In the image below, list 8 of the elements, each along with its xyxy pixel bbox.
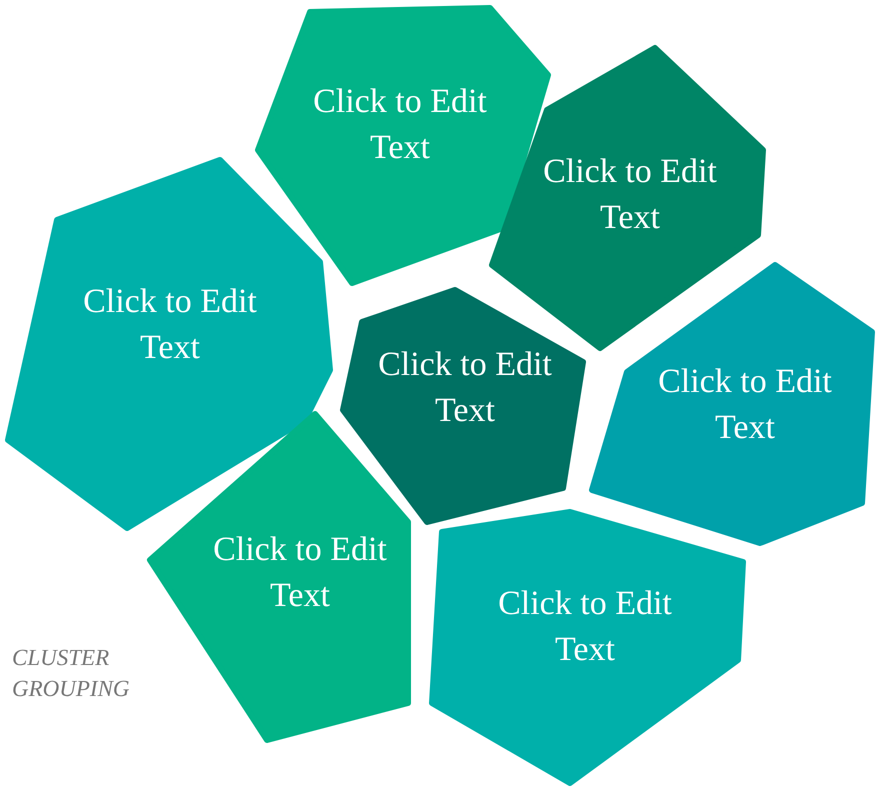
tile-text: Click to Edit Text xyxy=(212,530,388,616)
tile-text: Click to Edit Text xyxy=(377,345,553,431)
tile-text: Click to Edit Text xyxy=(542,152,718,238)
tile-text: Click to Edit Text xyxy=(82,282,258,368)
tile-text: Click to Edit Text xyxy=(657,362,833,448)
tile-text: Click to Edit Text xyxy=(497,584,673,670)
diagram-caption: CLUSTER GROUPING xyxy=(12,644,131,703)
tile-text: Click to Edit Text xyxy=(312,82,488,168)
